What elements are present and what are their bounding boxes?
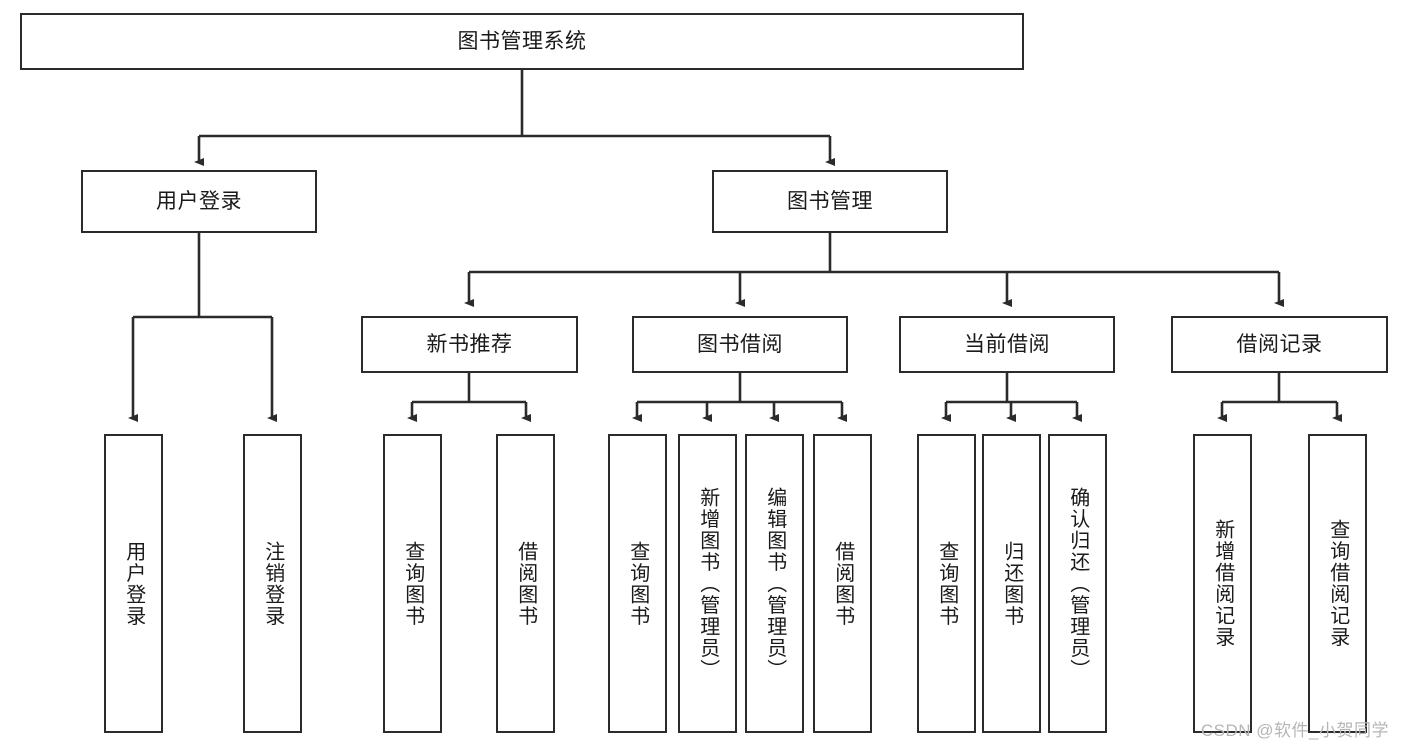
leaf-user-login-signout[interactable]: 注销登录	[243, 434, 302, 733]
leaf-label: 新增图书（管理员）	[696, 486, 719, 681]
node-new-book-recommend[interactable]: 新书推荐	[361, 316, 578, 373]
leaf-user-login-signin[interactable]: 用户登录	[104, 434, 163, 733]
node-current-borrow[interactable]: 当前借阅	[899, 316, 1115, 373]
node-root-label: 图书管理系统	[457, 29, 587, 53]
node-borrow-record[interactable]: 借阅记录	[1171, 316, 1388, 373]
node-book-borrow-label: 图书借阅	[697, 332, 783, 356]
leaf-label: 借阅图书	[831, 540, 854, 627]
node-borrow-record-label: 借阅记录	[1236, 332, 1323, 356]
leaf-borrow-query-book[interactable]: 查询图书	[608, 434, 667, 733]
leaf-record-query[interactable]: 查询借阅记录	[1308, 434, 1367, 733]
node-book-borrow[interactable]: 图书借阅	[632, 316, 848, 373]
node-book-management-label: 图书管理	[787, 189, 873, 213]
leaf-record-add[interactable]: 新增借阅记录	[1193, 434, 1252, 733]
leaf-new-book-borrow[interactable]: 借阅图书	[496, 434, 555, 733]
leaf-label: 编辑图书（管理员）	[763, 486, 786, 681]
leaf-label: 新增借阅记录	[1211, 519, 1234, 648]
leaf-label: 查询图书	[401, 540, 424, 627]
node-user-login-label: 用户登录	[156, 189, 242, 213]
node-current-borrow-label: 当前借阅	[964, 332, 1050, 356]
node-book-management[interactable]: 图书管理	[712, 170, 948, 233]
leaf-borrow-add-book-admin[interactable]: 新增图书（管理员）	[678, 434, 737, 733]
leaf-current-confirm-return-admin[interactable]: 确认归还（管理员）	[1048, 434, 1107, 733]
leaf-label: 查询图书	[626, 540, 649, 627]
leaf-label: 查询图书	[935, 540, 958, 627]
leaf-label: 注销登录	[261, 540, 284, 627]
leaf-label: 确认归还（管理员）	[1066, 486, 1089, 681]
leaf-new-book-query[interactable]: 查询图书	[383, 434, 442, 733]
node-root[interactable]: 图书管理系统	[20, 13, 1024, 70]
leaf-current-return-book[interactable]: 归还图书	[982, 434, 1041, 733]
leaf-label: 归还图书	[1000, 540, 1023, 627]
watermark: CSDN @软件_小贺同学	[1200, 721, 1389, 740]
leaf-borrow-edit-book-admin[interactable]: 编辑图书（管理员）	[745, 434, 804, 733]
leaf-label: 借阅图书	[514, 540, 537, 627]
leaf-label: 用户登录	[122, 540, 145, 627]
node-user-login[interactable]: 用户登录	[81, 170, 317, 233]
leaf-borrow-borrow-book[interactable]: 借阅图书	[813, 434, 872, 733]
node-new-book-recommend-label: 新书推荐	[426, 332, 513, 356]
leaf-current-query-book[interactable]: 查询图书	[917, 434, 976, 733]
leaf-label: 查询借阅记录	[1326, 519, 1349, 648]
